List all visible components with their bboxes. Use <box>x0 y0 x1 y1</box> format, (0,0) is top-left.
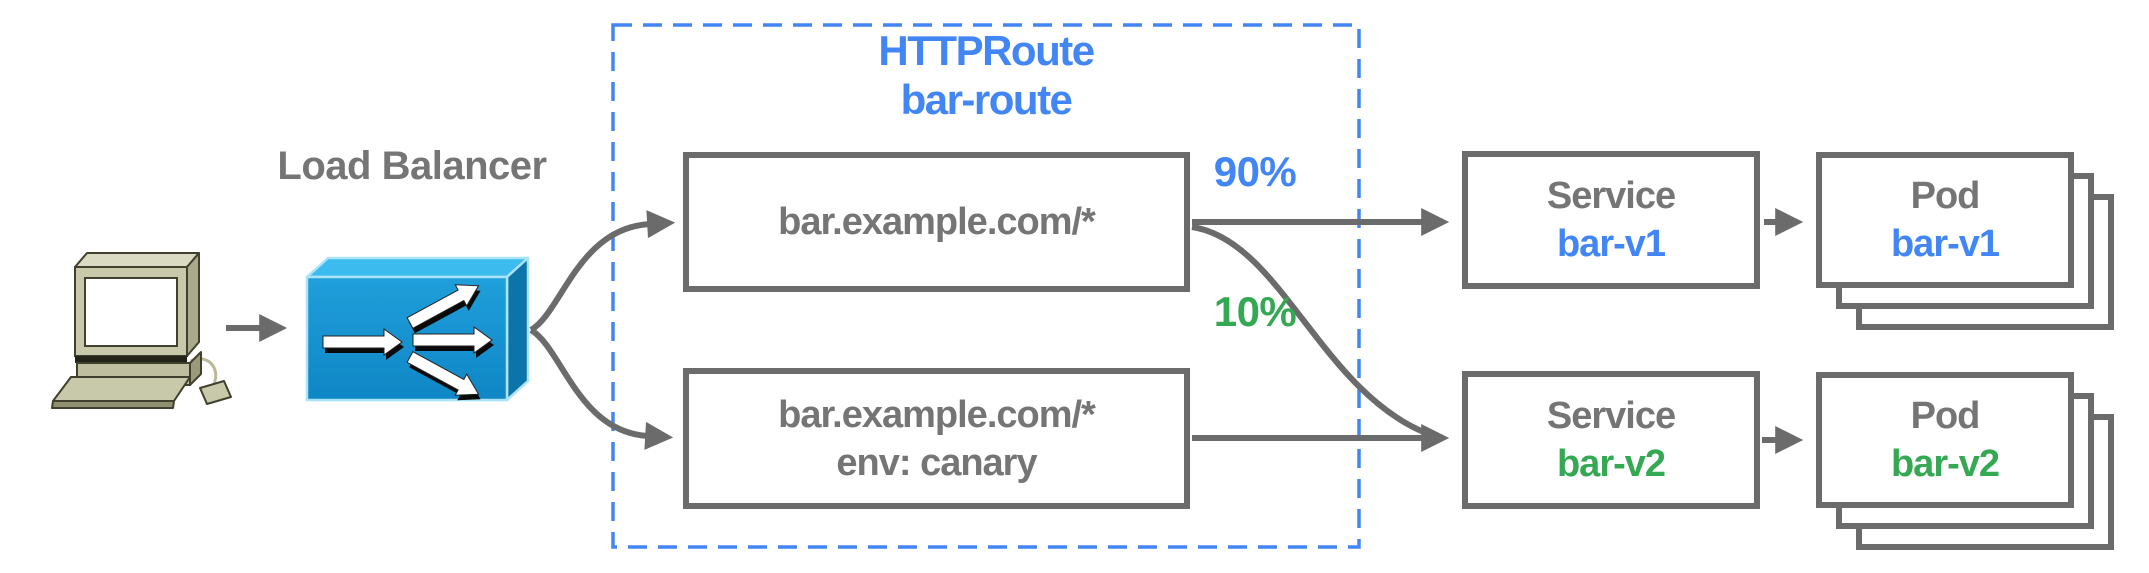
httproute-dashed-border <box>611 23 1361 549</box>
pod-name-label: bar-v2 <box>1890 443 2000 485</box>
load-balancer-label: Load Balancer <box>277 144 547 188</box>
weight-10-label: 10% <box>1213 288 1297 335</box>
pod-name-label: bar-v1 <box>1890 223 2000 265</box>
route-rule-2-header-match: env: canary <box>836 441 1037 484</box>
route-rule-2-box: bar.example.com/* env: canary <box>683 368 1190 509</box>
route-rule-1-match: bar.example.com/* <box>778 201 1096 243</box>
service-kind-label: Service <box>1546 175 1676 217</box>
route-rule-1-box: bar.example.com/* <box>683 152 1190 292</box>
pod-bar-v2-box: Pod bar-v2 <box>1816 372 2074 508</box>
service-kind-label: Service <box>1546 395 1676 437</box>
service-bar-v1-box: Service bar-v1 <box>1462 151 1760 289</box>
pod-bar-v1-stack: Pod bar-v1 <box>1816 152 2116 334</box>
load-balancer-icon <box>300 251 540 421</box>
pod-bar-v2-stack: Pod bar-v2 <box>1816 372 2116 554</box>
service-name-label: bar-v2 <box>1556 443 1666 485</box>
weight-90-label: 90% <box>1213 148 1297 195</box>
arrow-lb-to-rule2 <box>529 327 674 450</box>
pod-kind-label: Pod <box>1910 175 1981 217</box>
route-rule-2-match: bar.example.com/* <box>778 393 1096 436</box>
httproute-title: HTTPRoute bar-route <box>612 26 1360 124</box>
arrow-lb-to-rule1 <box>529 210 676 333</box>
httproute-kind: HTTPRoute <box>878 27 1095 74</box>
service-bar-v2-box: Service bar-v2 <box>1462 371 1760 509</box>
arrow-rule1-to-service2-weighted <box>1191 224 1428 436</box>
pod-kind-label: Pod <box>1910 395 1981 437</box>
httproute-name: bar-route <box>900 76 1073 123</box>
service-name-label: bar-v1 <box>1556 223 1666 265</box>
pod-bar-v1-box: Pod bar-v1 <box>1816 152 2074 288</box>
computer-icon <box>38 248 238 458</box>
